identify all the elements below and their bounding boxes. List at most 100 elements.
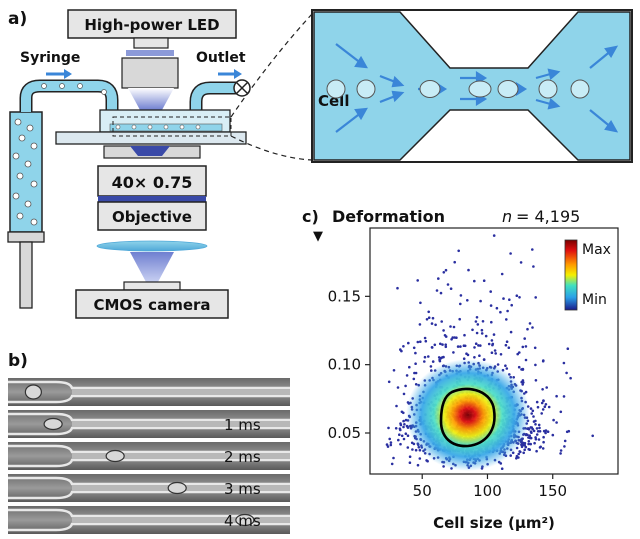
scatter-point xyxy=(438,358,441,362)
scatter-point xyxy=(547,405,551,409)
scatter-point xyxy=(492,234,496,237)
scatter-point xyxy=(463,344,467,348)
scatter-point xyxy=(499,353,503,356)
scatter-point xyxy=(559,449,563,452)
scatter-point xyxy=(536,430,540,433)
scatter-point xyxy=(538,430,542,433)
scatter-point xyxy=(437,277,440,280)
tube-lens xyxy=(96,240,208,252)
y-axis-marker: ▼ xyxy=(313,229,323,244)
camera-beam xyxy=(130,252,174,282)
density-core xyxy=(406,359,530,471)
scatter-point xyxy=(406,446,410,449)
panel-c: c) Deformation ▼ n = 4,195 0.050.100.15 … xyxy=(302,207,619,532)
scatter-point xyxy=(543,430,547,433)
scatter-point xyxy=(439,291,443,295)
scatter-point xyxy=(509,330,513,334)
scatter-point xyxy=(402,437,406,441)
scatter-point xyxy=(517,365,521,369)
frame-time-label: 2 ms xyxy=(224,448,261,466)
scatter-point xyxy=(473,346,476,349)
outlet-label: Outlet xyxy=(196,50,246,66)
panel-a-label: a) xyxy=(8,9,27,29)
scatter-point xyxy=(419,301,422,305)
scatter-point xyxy=(446,283,450,286)
scatter-point xyxy=(408,365,411,369)
scatter-point xyxy=(416,340,420,344)
scatter-point xyxy=(474,342,478,346)
scatter-point xyxy=(505,367,509,370)
scatter-point xyxy=(435,289,439,292)
scatter-point xyxy=(427,316,431,320)
y-axis: 0.050.100.15 xyxy=(328,287,370,442)
scatter-point xyxy=(515,294,519,298)
scatter-point xyxy=(532,429,536,433)
scatter-point xyxy=(431,360,435,363)
scatter-point xyxy=(419,340,422,344)
scatter-point xyxy=(431,316,435,320)
scatter-point xyxy=(403,423,406,426)
frame: 4 ms xyxy=(8,506,290,534)
scatter-point xyxy=(508,298,511,302)
scatter-point xyxy=(522,451,525,455)
scatter-point xyxy=(467,268,470,272)
scatter-point xyxy=(540,412,543,415)
scatter-point xyxy=(405,374,409,377)
scatter-point xyxy=(452,325,456,329)
scatter-point xyxy=(535,449,538,453)
cell-image xyxy=(24,384,42,400)
scatter-point xyxy=(387,426,390,430)
scatter-point xyxy=(414,362,417,366)
scatter-point xyxy=(400,349,403,353)
scatter-point xyxy=(490,320,493,324)
camera-top xyxy=(123,281,181,291)
scatter-point xyxy=(398,427,402,431)
scatter-point xyxy=(534,436,537,439)
scatter-point xyxy=(534,423,537,426)
scatter-point xyxy=(418,457,422,460)
scatter-point xyxy=(523,337,526,340)
outlet-valve-cross xyxy=(235,81,249,95)
scatter-point xyxy=(392,456,395,460)
scatter-point xyxy=(481,320,485,323)
scatter-point xyxy=(406,434,410,438)
scatter-point xyxy=(534,379,538,382)
scatter-point xyxy=(559,452,562,455)
cell-image xyxy=(43,417,63,431)
scatter-point xyxy=(397,438,400,442)
scatter-point xyxy=(480,328,484,332)
scatter-point xyxy=(434,323,437,327)
chip-cells xyxy=(115,124,201,130)
scatter-point xyxy=(505,340,509,344)
x-tick-label: 150 xyxy=(538,482,567,500)
scatter-point xyxy=(398,433,401,437)
scatter-point xyxy=(507,346,511,350)
scatter-point xyxy=(535,433,539,436)
scatter-point xyxy=(509,252,512,255)
scatter-point xyxy=(562,361,566,365)
x-tick-label: 100 xyxy=(473,482,502,500)
scatter-point xyxy=(387,380,391,384)
scatter-point xyxy=(518,296,521,299)
scatter-point xyxy=(545,386,548,389)
scatter-point xyxy=(456,345,460,348)
scatter-point xyxy=(566,347,570,351)
y-tick-label: 0.10 xyxy=(328,356,361,374)
scatter-point xyxy=(499,310,502,314)
scatter-point xyxy=(475,331,479,335)
scatter-point xyxy=(534,296,537,299)
scatter-point xyxy=(504,364,507,368)
camera-box xyxy=(75,289,229,319)
scatter-point xyxy=(402,345,405,348)
scatter-point xyxy=(542,435,545,439)
scatter-point xyxy=(518,450,521,453)
frame: 3 ms xyxy=(8,474,290,502)
scatter-point xyxy=(449,287,453,291)
y-tick-label: 0.15 xyxy=(328,287,361,305)
scatter-point xyxy=(400,434,404,438)
y-axis-title: Deformation xyxy=(332,207,445,226)
panel-a: a) High-power LED Syringe Outlet xyxy=(7,9,313,319)
scatter-point xyxy=(530,412,533,415)
scatter-point xyxy=(429,365,433,368)
scatter-point xyxy=(541,388,544,391)
